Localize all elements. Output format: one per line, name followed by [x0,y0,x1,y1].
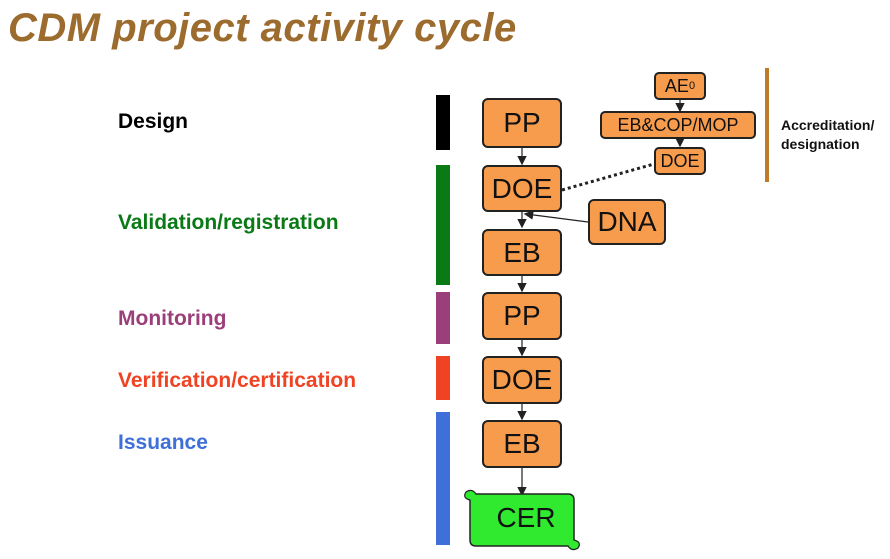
accreditation-line1: Accreditation/ [781,117,875,133]
flow-box-cer: CER [496,502,556,533]
accreditation-label: Accreditation/ designation [781,116,874,154]
stage-label-monitoring: Monitoring [118,307,227,330]
flow-box-doe-verification: DOE [482,356,562,404]
dna-box: DNA [588,199,666,245]
ae-label: AE [664,75,689,96]
stage-label-design: Design [118,110,189,133]
flow-box-eb-issuance: EB [482,420,562,468]
ae-superscript: 0 [688,80,696,92]
stage-bar-verification [436,356,450,400]
flow-box-pp-monitoring: PP [482,292,562,340]
flow-box-pp: PP [482,98,562,148]
flow-box-eb: EB [482,229,562,276]
stage-label-validation: Validation/registration [118,211,339,234]
stage-bar-issuance [436,412,450,545]
stage-label-issuance: Issuance [118,431,208,454]
page-title: CDM project activity cycle [8,6,517,50]
stage-bar-monitoring [436,292,450,344]
stage-bar-validation [436,165,450,285]
stage-bar-design [436,95,450,150]
accreditation-line2: designation [781,136,860,152]
eb-cop-mop-box: EB&COP/MOP [600,111,756,139]
stage-label-verification: Verification/certification [118,369,357,392]
flow-box-doe: DOE [482,165,562,212]
doe-accredited-box: DOE [654,147,706,175]
